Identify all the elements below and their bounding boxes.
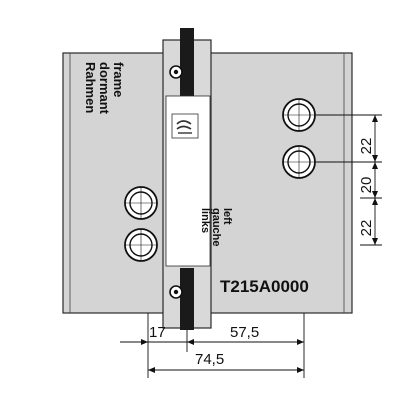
- frame-label-line3: frame: [111, 62, 126, 97]
- hinge-pin-bottom: [180, 268, 194, 330]
- left-hinge-leaf: [62, 52, 174, 314]
- dim-hole-spacing-bottom: 22: [358, 220, 375, 237]
- horizontal-dimension-lines: [120, 313, 305, 378]
- side-label-line3: left: [221, 208, 233, 225]
- left-screw-hole-lower: [124, 228, 158, 262]
- svg-text:20: 20: [358, 177, 375, 194]
- product-code: T215A0000: [220, 277, 309, 296]
- dim-total-width: 74,5: [195, 351, 224, 368]
- side-label: links gauche left: [199, 208, 233, 247]
- dim-hole-spacing-top: 22: [358, 138, 375, 155]
- knuckle-screw-bottom: [169, 285, 183, 299]
- left-screw-hole-upper: [124, 186, 158, 220]
- vertical-dimension-ticks: [372, 115, 378, 245]
- dim-hole-spacing-middle: 20: [358, 177, 375, 194]
- vertical-dimension-chain: [316, 114, 382, 246]
- hinge-pin-top: [180, 28, 194, 98]
- svg-text:22: 22: [358, 138, 375, 155]
- frame-label: Rahmen dormant frame: [83, 62, 126, 115]
- horizontal-dimension-arrows: [141, 339, 304, 373]
- frame-label-line2: dormant: [97, 62, 112, 115]
- right-screw-hole-lower: [282, 145, 316, 179]
- manufacturer-logo-icon: [171, 113, 199, 139]
- svg-text:22: 22: [358, 220, 375, 237]
- dim-right-width: 57,5: [230, 324, 259, 341]
- dim-left-offset: 17: [149, 324, 166, 341]
- side-label-line2: gauche: [210, 208, 222, 247]
- right-hinge-leaf: [199, 52, 353, 314]
- side-label-line1: links: [199, 208, 211, 233]
- right-screw-hole-upper: [282, 98, 316, 132]
- knuckle-screw-top: [169, 65, 183, 79]
- frame-label-line1: Rahmen: [83, 62, 98, 113]
